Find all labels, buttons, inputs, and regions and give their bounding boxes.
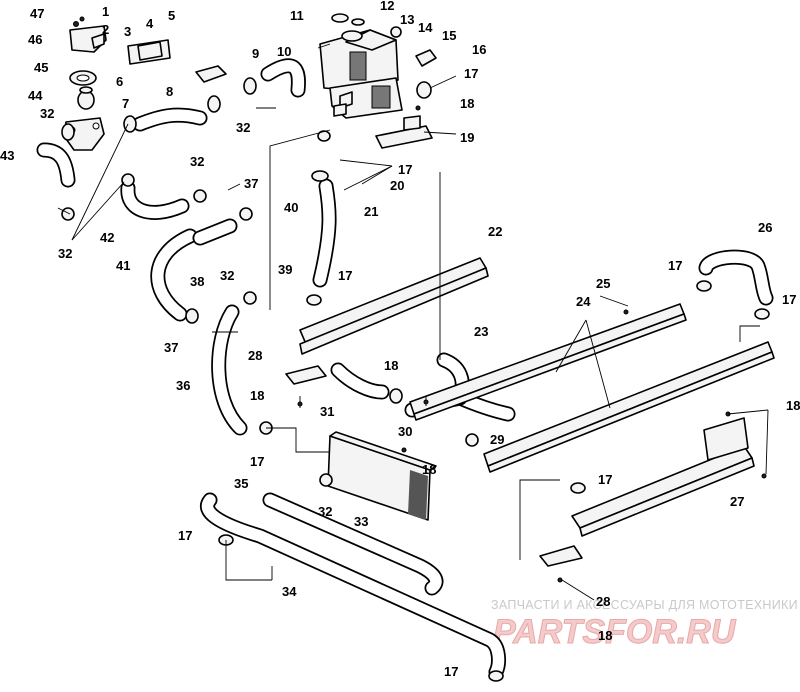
callout-32c: 32 — [190, 154, 204, 169]
callout-17f: 17 — [598, 472, 612, 487]
callout-20: 20 — [390, 178, 404, 193]
callout-22: 22 — [488, 224, 502, 239]
callout-25: 25 — [596, 276, 610, 291]
callout-13: 13 — [400, 12, 414, 27]
callout-26: 26 — [758, 220, 772, 235]
watermark-caption: ЗАПЧАСТИ И АКСЕССУАРЫ ДЛЯ МОТОТЕХНИКИ — [491, 598, 798, 612]
callout-34: 34 — [282, 584, 297, 599]
callout-32b: 32 — [236, 120, 250, 135]
callout-38: 38 — [190, 274, 204, 289]
callout-28b: 28 — [596, 594, 610, 609]
callout-12: 12 — [380, 0, 394, 13]
callout-17e: 17 — [338, 268, 352, 283]
callout-17i: 17 — [444, 664, 458, 679]
callout-5: 5 — [168, 8, 175, 23]
callout-18e: 18 — [786, 398, 800, 413]
callout-7: 7 — [122, 96, 129, 111]
callout-41: 41 — [116, 258, 130, 273]
callout-17g: 17 — [250, 454, 264, 469]
callout-35: 35 — [234, 476, 248, 491]
callout-15: 15 — [442, 28, 456, 43]
callout-46: 46 — [28, 32, 42, 47]
callout-18d: 18 — [422, 462, 436, 477]
callout-10: 10 — [277, 44, 291, 59]
callout-44: 44 — [28, 88, 43, 103]
callout-18f: 18 — [598, 628, 612, 643]
leader-lines — [57, 43, 769, 601]
callout-32f: 32 — [318, 504, 332, 519]
callout-2: 2 — [102, 22, 109, 37]
callout-18b: 18 — [384, 358, 398, 373]
callout-1: 1 — [102, 4, 109, 19]
callout-14: 14 — [418, 20, 433, 35]
callout-40: 40 — [284, 200, 298, 215]
callout-17c: 17 — [668, 258, 682, 273]
callout-32a: 32 — [40, 106, 54, 121]
callout-28a: 28 — [248, 348, 262, 363]
callout-8: 8 — [166, 84, 173, 99]
callout-32d: 32 — [58, 246, 72, 261]
callout-43: 43 — [0, 148, 14, 163]
callout-6: 6 — [116, 74, 123, 89]
callout-17h: 17 — [178, 528, 192, 543]
callout-11: 11 — [290, 8, 304, 23]
callout-29: 29 — [490, 432, 504, 447]
callout-4: 4 — [146, 16, 154, 31]
callout-3: 3 — [124, 24, 131, 39]
callout-39: 39 — [278, 262, 292, 277]
callout-17a: 17 — [464, 66, 478, 81]
callout-17d: 17 — [782, 292, 796, 307]
hoses — [36, 58, 774, 680]
callout-16: 16 — [472, 42, 486, 57]
callout-23: 23 — [474, 324, 488, 339]
callout-47: 47 — [30, 6, 44, 21]
callout-9: 9 — [252, 46, 259, 61]
callout-19: 19 — [460, 130, 474, 145]
callout-32e: 32 — [220, 268, 234, 283]
callout-30: 30 — [398, 424, 412, 439]
watermark: ЗАПЧАСТИ И АКСЕССУАРЫ ДЛЯ МОТОТЕХНИКИ PA… — [491, 598, 798, 652]
callout-33: 33 — [354, 514, 368, 529]
callout-37b: 37 — [164, 340, 178, 355]
callout-17b: 17 — [398, 162, 412, 177]
callout-36: 36 — [176, 378, 190, 393]
callout-24: 24 — [576, 294, 591, 309]
thermostat-housing-assembly — [63, 16, 227, 151]
callout-31: 31 — [320, 404, 334, 419]
callout-21: 21 — [364, 204, 378, 219]
callout-37a: 37 — [244, 176, 258, 191]
callout-18c: 18 — [250, 388, 264, 403]
callout-27: 27 — [730, 494, 744, 509]
coolant-tank-assembly — [319, 13, 437, 149]
hose-clamps — [61, 77, 770, 682]
watermark-logo: PARTSFOR.RU — [493, 613, 737, 651]
callout-42: 42 — [100, 230, 114, 245]
brackets-and-screws — [285, 105, 767, 583]
callout-45: 45 — [34, 60, 48, 75]
callout-18a: 18 — [460, 96, 474, 111]
heat-exchangers — [299, 257, 775, 537]
